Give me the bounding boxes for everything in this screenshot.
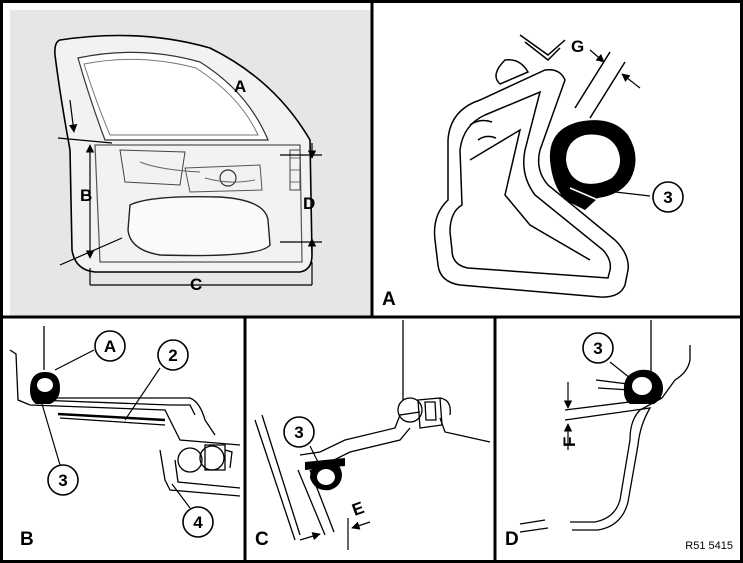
callout-4-detail-b-label: 4 [193, 513, 203, 532]
overview-dimensions [57, 99, 322, 286]
callout-a-detail-b-label: A [104, 337, 116, 356]
callout-3-detail-b-label: 3 [58, 471, 67, 490]
callout-2-detail-b-label: 2 [168, 346, 177, 365]
seal-3-detail-a [549, 120, 636, 210]
callout-3-detail-b [47, 464, 79, 496]
callout-4-detail-b [182, 506, 214, 538]
callout-3-detail-a [652, 181, 684, 213]
view-label-a: A [382, 289, 396, 310]
detail-b-section [9, 326, 241, 497]
callout-3-detail-c-label: 3 [294, 423, 303, 442]
seal-3-detail-c [305, 458, 345, 491]
dimension-label-d: D [303, 194, 315, 213]
callout-3-detail-d [582, 332, 614, 364]
dimension-label-f: F [560, 437, 579, 447]
reference-number: R51 5415 [685, 540, 733, 552]
dimension-g-lines [589, 49, 641, 89]
callout-3-detail-d-label: 3 [593, 339, 602, 358]
seal-3-detail-b [30, 372, 60, 404]
view-label-d: D [505, 529, 519, 550]
seal-3-detail-d [623, 369, 663, 404]
dimension-label-c: C [190, 275, 202, 294]
door-overview [54, 34, 313, 273]
callout-3-detail-a-label: 3 [663, 188, 672, 207]
detail-a-section [433, 34, 629, 298]
dimension-label-a: A [234, 77, 246, 96]
dimension-e-lines [299, 518, 371, 550]
callout-a-detail-b [94, 330, 126, 362]
callout-2-detail-b [157, 339, 189, 371]
dimension-label-b: B [80, 186, 92, 205]
dimension-label-e: E [350, 498, 367, 520]
detail-d-section [519, 320, 691, 533]
dimension-label-g: G [571, 37, 584, 56]
callout-3-detail-c [283, 416, 315, 448]
view-label-b: B [20, 529, 34, 550]
view-label-c: C [255, 529, 269, 550]
